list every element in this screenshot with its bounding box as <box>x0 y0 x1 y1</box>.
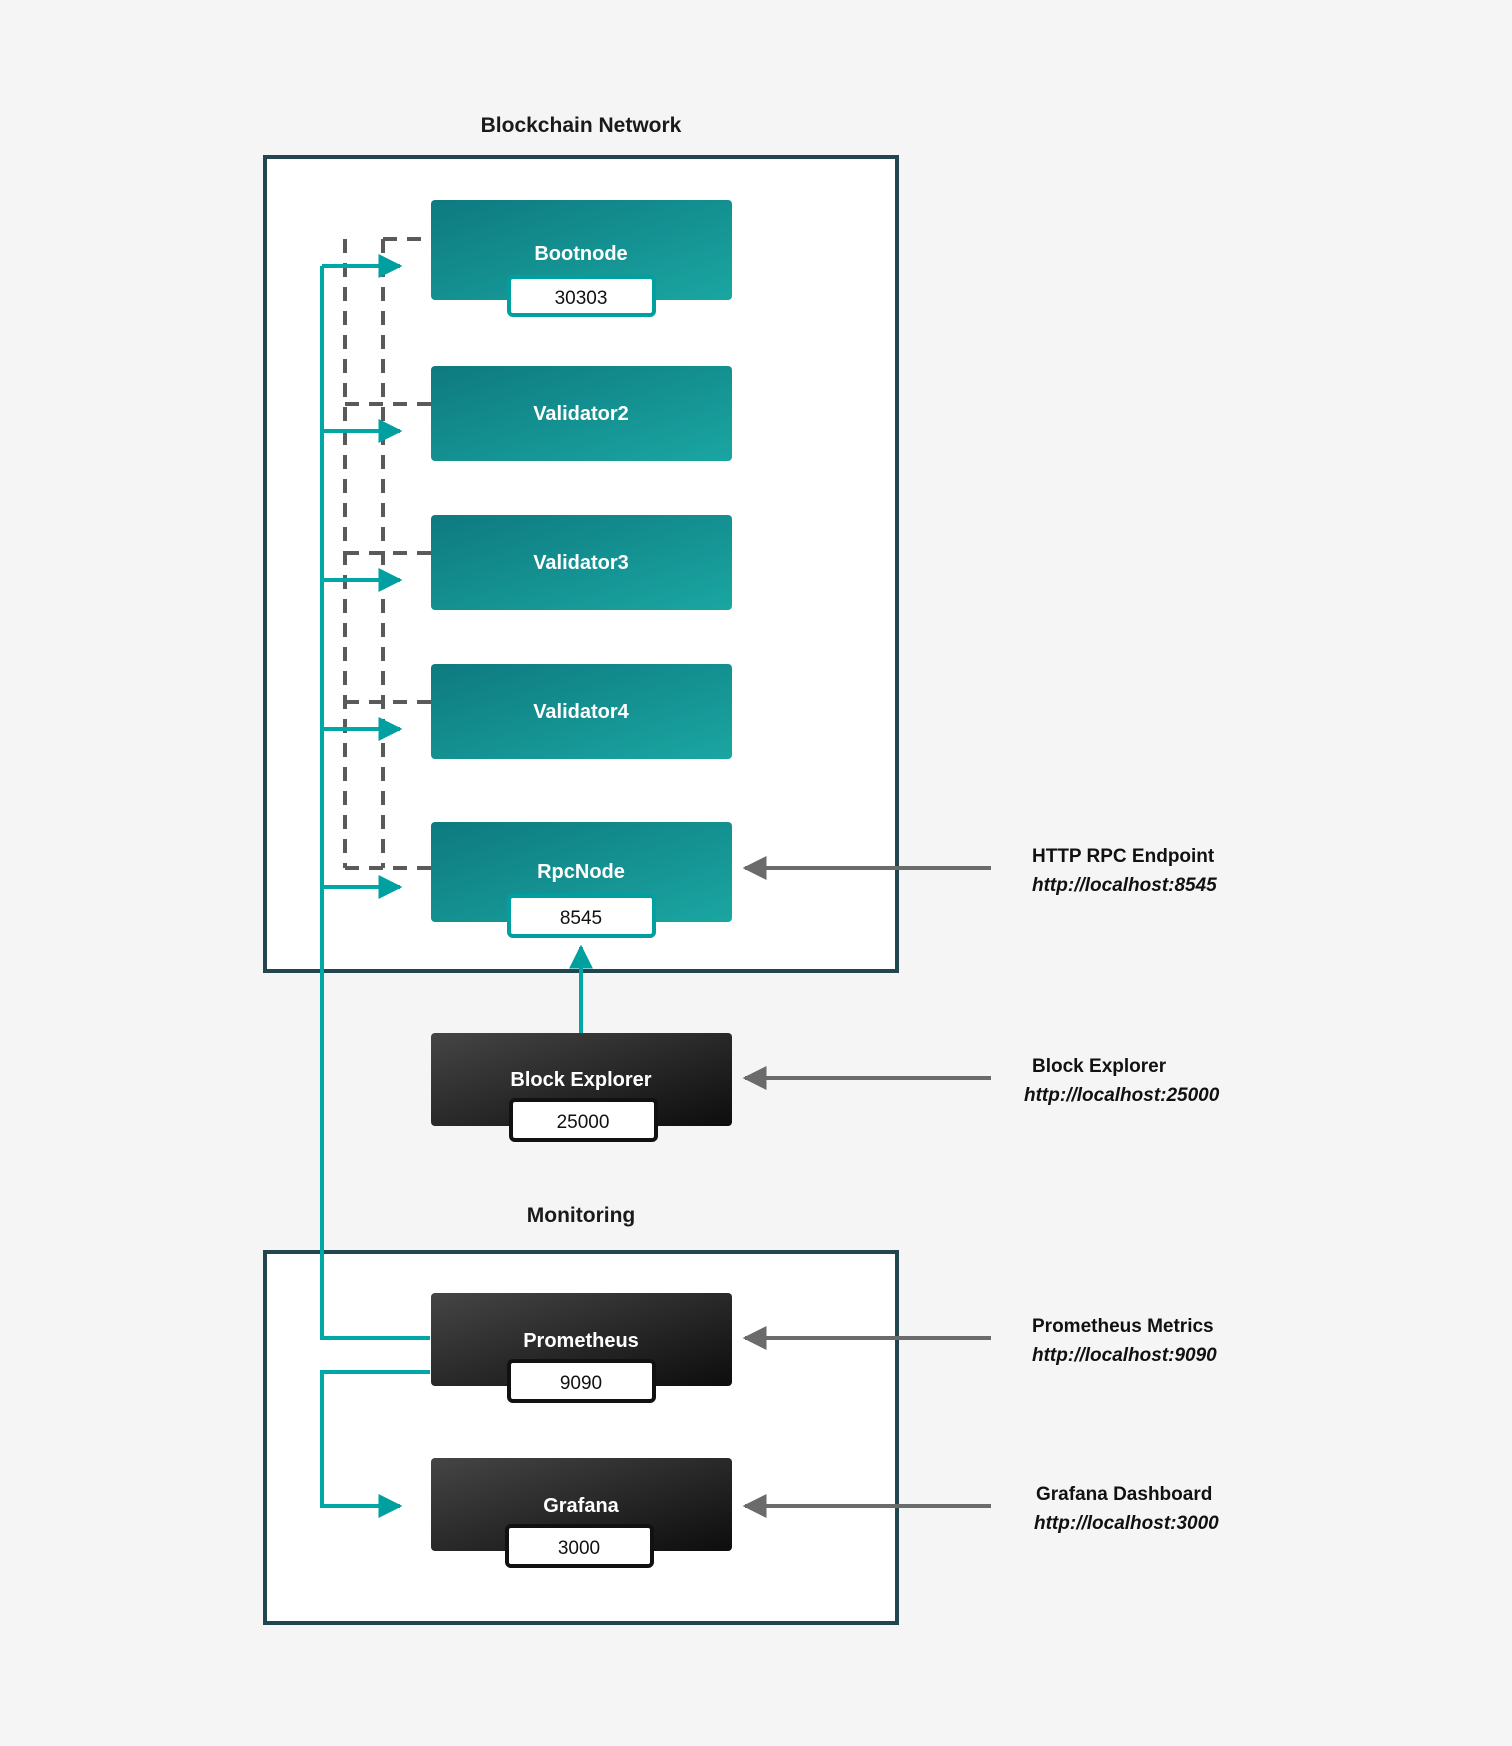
node-validator4-label: Validator4 <box>533 701 629 723</box>
annotation-title-prometheus-metrics: Prometheus Metrics <box>1032 1316 1214 1337</box>
node-rpcnode-port: 8545 <box>560 908 602 929</box>
node-validator2-label: Validator2 <box>533 403 629 425</box>
node-validator4[interactable]: Validator4 <box>431 664 732 759</box>
node-grafana-label: Grafana <box>543 1495 619 1517</box>
node-rpcnode-box[interactable] <box>431 822 732 922</box>
annotation-rpc-endpoint: HTTP RPC Endpoint http://localhost:8545 <box>742 846 1217 896</box>
annotation-url-block-explorer: http://localhost:25000 <box>1024 1085 1220 1106</box>
annotation-url-prometheus-metrics: http://localhost:9090 <box>1032 1345 1217 1366</box>
group-title-monitoring: Monitoring <box>527 1204 635 1227</box>
link-prometheus-to-grafana <box>320 1370 430 1518</box>
node-validator3-box[interactable] <box>431 515 732 610</box>
node-block-explorer-label: Block Explorer <box>510 1069 651 1091</box>
node-validator2[interactable]: Validator2 <box>431 366 732 461</box>
node-bootnode-label: Bootnode <box>534 243 627 265</box>
node-rpcnode[interactable]: RpcNode 8545 <box>431 822 732 938</box>
annotation-block-explorer: Block Explorer http://localhost:25000 <box>742 1056 1220 1106</box>
node-validator3[interactable]: Validator3 <box>431 515 732 610</box>
annotation-url-grafana-dashboard: http://localhost:3000 <box>1034 1513 1219 1534</box>
node-prometheus-port: 9090 <box>560 1373 602 1394</box>
annotation-grafana-dashboard: Grafana Dashboard http://localhost:3000 <box>742 1484 1219 1534</box>
node-bootnode-port: 30303 <box>555 288 608 309</box>
annotation-url-rpc-endpoint: http://localhost:8545 <box>1032 875 1217 896</box>
node-validator2-box[interactable] <box>431 366 732 461</box>
metrics-rail-to-prometheus <box>320 266 430 1340</box>
node-block-explorer-port: 25000 <box>557 1112 610 1133</box>
node-prometheus-label: Prometheus <box>523 1330 639 1352</box>
node-block-explorer[interactable]: Block Explorer 25000 <box>431 1033 732 1142</box>
node-prometheus-box[interactable] <box>431 1293 732 1386</box>
annotation-title-grafana-dashboard: Grafana Dashboard <box>1036 1484 1212 1505</box>
node-grafana[interactable]: Grafana 3000 <box>431 1458 732 1568</box>
node-prometheus-port-badge <box>507 1359 656 1403</box>
node-grafana-port-badge <box>505 1524 654 1568</box>
node-rpcnode-port-badge <box>507 894 656 938</box>
annotation-prometheus-metrics: Prometheus Metrics http://localhost:9090 <box>742 1316 1217 1366</box>
node-grafana-port: 3000 <box>558 1538 600 1559</box>
node-bootnode-port-badge <box>507 275 656 317</box>
group-title-blockchain: Blockchain Network <box>481 114 682 137</box>
node-bootnode[interactable]: Bootnode 30303 <box>431 200 732 317</box>
node-validator3-label: Validator3 <box>533 552 629 574</box>
annotation-title-block-explorer: Block Explorer <box>1032 1056 1167 1077</box>
node-prometheus[interactable]: Prometheus 9090 <box>431 1293 732 1403</box>
annotation-title-rpc-endpoint: HTTP RPC Endpoint <box>1032 846 1215 867</box>
node-rpcnode-label: RpcNode <box>537 861 625 883</box>
node-bootnode-box[interactable] <box>431 200 732 300</box>
node-block-explorer-port-badge <box>509 1098 658 1142</box>
node-validator4-box[interactable] <box>431 664 732 759</box>
